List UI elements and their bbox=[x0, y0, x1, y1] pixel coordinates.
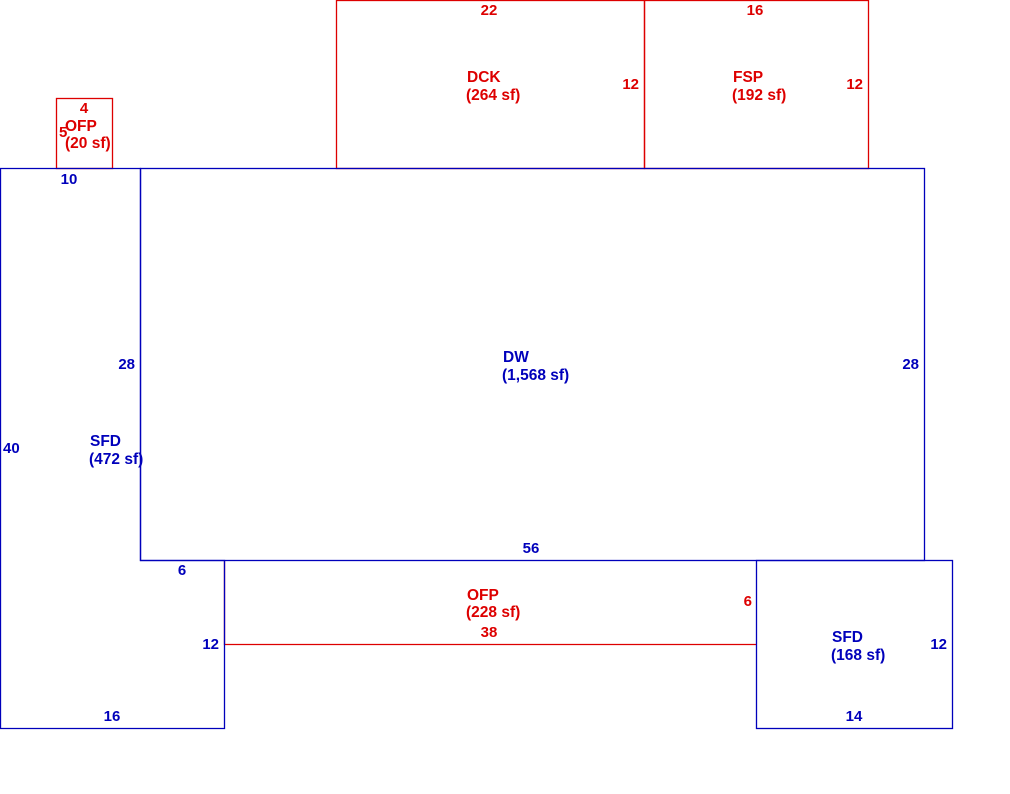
dim-fsp-top: 16 bbox=[747, 2, 764, 19]
dw-size: (1,568 sf) bbox=[502, 367, 569, 384]
sfd-right-code: SFD bbox=[832, 629, 863, 646]
dw-code: DW bbox=[503, 349, 529, 366]
sfd-left-code: SFD bbox=[90, 433, 121, 450]
dw-outline bbox=[139, 167, 926, 562]
dim-dw-left: 28 bbox=[118, 356, 135, 373]
ofp-bottom-size: (228 sf) bbox=[466, 604, 520, 621]
dim-dw-right: 28 bbox=[902, 356, 919, 373]
sfd-right-size: (168 sf) bbox=[831, 647, 885, 664]
dck-size: (264 sf) bbox=[466, 87, 520, 104]
dim-ofp-bottom-bottom: 38 bbox=[481, 624, 498, 641]
dim-dck-top: 22 bbox=[481, 2, 498, 19]
sfd-right-outline bbox=[755, 559, 954, 730]
dim-ofp-bottom-right: 6 bbox=[744, 593, 752, 610]
ofp-bottom-code: OFP bbox=[467, 587, 499, 604]
ofp-small-code: OFP bbox=[65, 118, 97, 135]
ofp-small-size: (20 sf) bbox=[65, 135, 111, 152]
sfd-left-outline bbox=[0, 167, 226, 730]
fsp-code: FSP bbox=[733, 69, 763, 86]
dim-dck-right: 12 bbox=[622, 76, 639, 93]
dim-sfd-left-left: 40 bbox=[3, 440, 20, 457]
sfd-left-size: (472 sf) bbox=[89, 451, 143, 468]
dim-dw-bottom: 56 bbox=[523, 540, 540, 557]
dim-sfd-right-bottom: 14 bbox=[846, 708, 863, 725]
dim-ofp-small-top: 4 bbox=[80, 100, 89, 117]
dim-sfd-left-notch: 6 bbox=[178, 562, 186, 579]
dim-sfd-left-bottom: 16 bbox=[104, 708, 121, 725]
fsp-size: (192 sf) bbox=[732, 87, 786, 104]
dck-code: DCK bbox=[467, 69, 501, 86]
dim-sfd-right-right: 12 bbox=[930, 636, 947, 653]
dim-sfd-left-right: 12 bbox=[202, 636, 219, 653]
dim-sfd-left-top: 10 bbox=[61, 171, 78, 188]
dim-ofp-small-left: 5 bbox=[59, 124, 67, 141]
dim-fsp-right: 12 bbox=[846, 76, 863, 93]
